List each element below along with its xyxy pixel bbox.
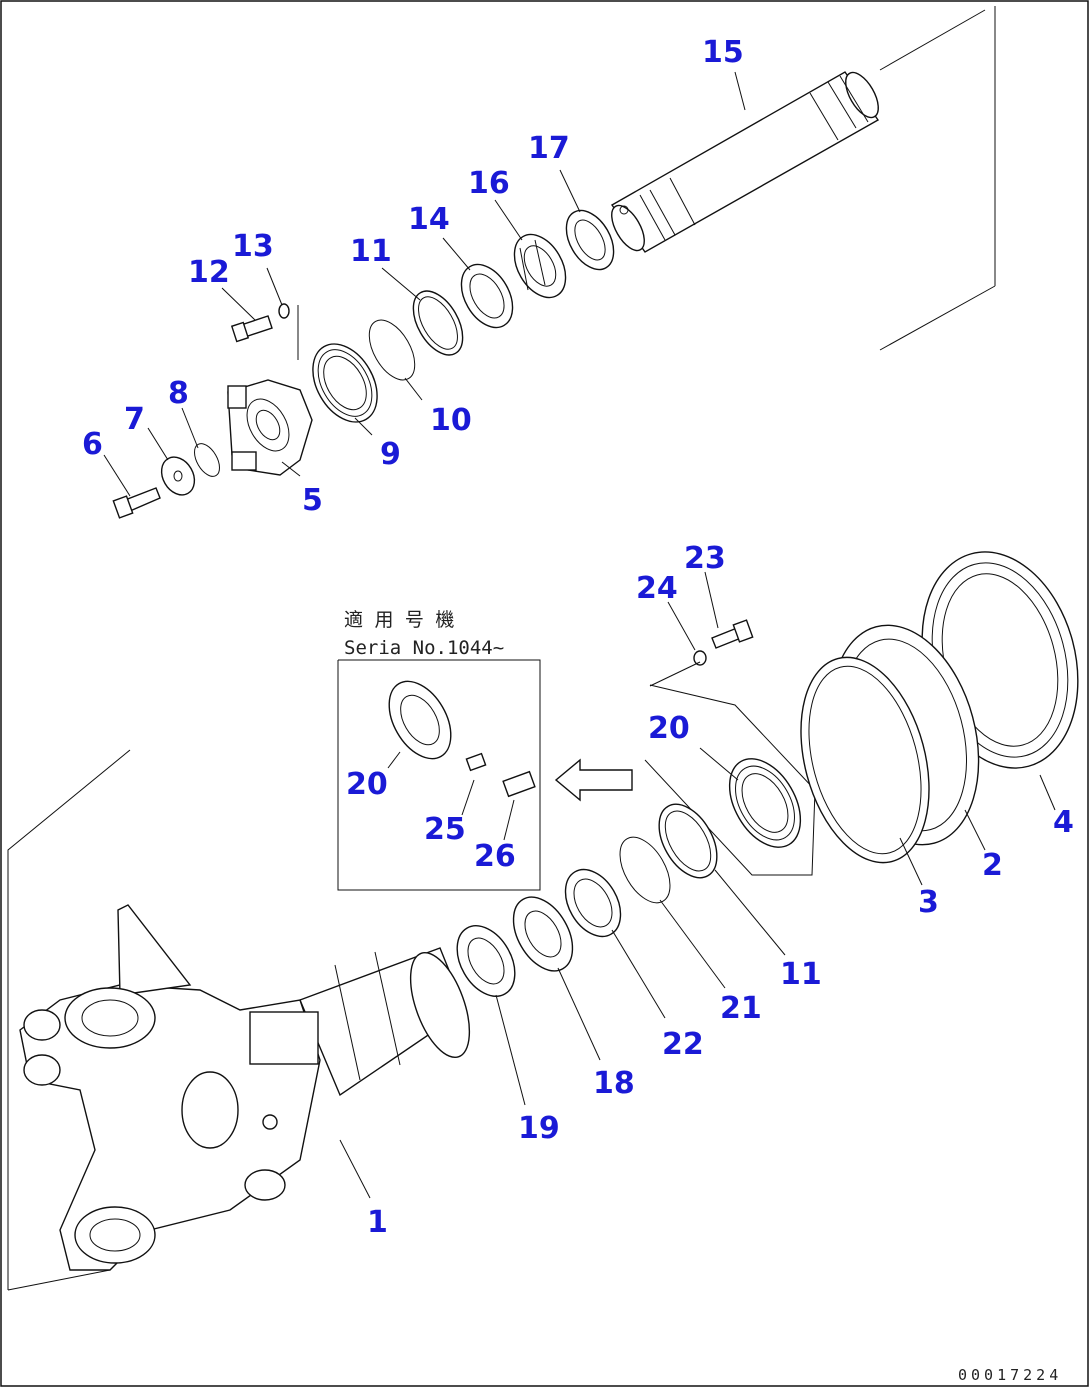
part-label-15: 15: [702, 35, 744, 70]
part-label-17: 17: [528, 131, 570, 166]
part-label-22: 22: [662, 1027, 704, 1062]
part-label-5: 5: [302, 483, 323, 518]
note-serial-number: Seria No.1044~: [344, 637, 504, 659]
o-ring-part-8: [194, 443, 220, 477]
bolt-part-23: [711, 619, 754, 649]
bolt-part-12: [230, 315, 273, 343]
part-label-20a: 20: [648, 711, 690, 746]
part-label-14: 14: [408, 202, 450, 237]
seal-part-22: [564, 868, 666, 1019]
retainer-part-20-box: [644, 684, 816, 876]
drawing-code: 00017224: [958, 1366, 1062, 1384]
seal-part-14: [460, 263, 514, 329]
retainer-part-9: [312, 343, 378, 423]
reference-arrow: [554, 758, 633, 802]
part-label-20b: 20: [346, 767, 388, 802]
part-label-16: 16: [468, 166, 510, 201]
axle-housing-part-1: [7, 749, 471, 1291]
part-label-26: 26: [474, 839, 516, 874]
leader-lines-23-24: [649, 571, 719, 687]
part-label-10: 10: [430, 403, 472, 438]
serial-inset-box: [337, 659, 541, 891]
washer-part-24: [693, 650, 707, 666]
seal-ring-part-3: [800, 656, 930, 886]
o-ring-part-10: [368, 319, 416, 381]
part-label-3: 3: [918, 885, 939, 920]
shim-ring-part-11-upper: [412, 290, 464, 356]
part-label-13: 13: [232, 229, 274, 264]
part-label-1: 1: [367, 1205, 388, 1240]
axle-shaft-part-15: [610, 71, 880, 253]
upper-frame-lines: [879, 6, 996, 351]
bolt-part-6: [112, 487, 161, 519]
bearing-part-17: [565, 209, 615, 271]
bearing-part-19: [456, 925, 526, 1106]
bearing-part-18: [512, 896, 601, 1061]
o-ring-part-21: [619, 836, 726, 989]
part-label-7: 7: [124, 402, 145, 437]
part-label-11b: 11: [780, 957, 822, 992]
flange-yoke-part-5: [227, 379, 313, 476]
part-label-11a: 11: [350, 234, 392, 269]
part-labels: 1517161411131210987652324202025264231121…: [82, 35, 1074, 1240]
bearing-part-16: [513, 233, 567, 299]
part-label-23: 23: [684, 541, 726, 576]
part-label-4: 4: [1053, 805, 1074, 840]
part-label-9: 9: [380, 437, 401, 472]
part-label-12: 12: [188, 255, 230, 290]
shim-ring-part-11-lower: [658, 803, 786, 956]
part-label-2: 2: [982, 848, 1003, 883]
washer-part-13: [278, 303, 290, 319]
part-label-19: 19: [518, 1111, 560, 1146]
part-label-6: 6: [82, 427, 103, 462]
part-label-25: 25: [424, 812, 466, 847]
part-label-24: 24: [636, 571, 678, 606]
part-label-21: 21: [720, 991, 762, 1026]
part-label-18: 18: [593, 1066, 635, 1101]
washer-plate-part-7: [160, 456, 196, 496]
part-label-8: 8: [168, 376, 189, 411]
note-applicable-label: 適 用 号 機: [344, 609, 454, 631]
leader-lines-upper: [103, 71, 746, 497]
